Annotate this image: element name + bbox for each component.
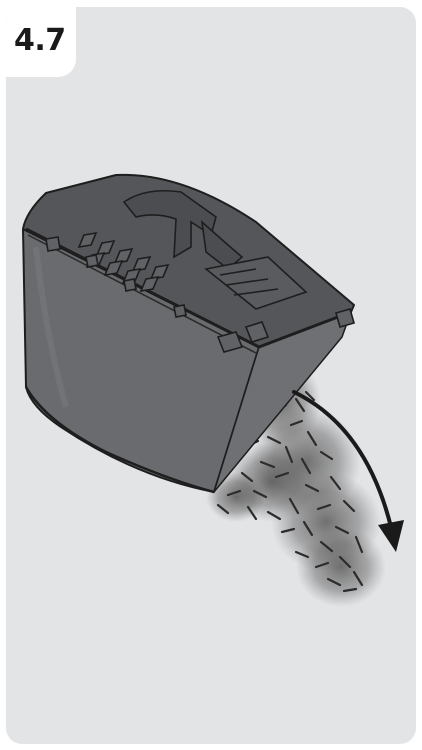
grass-collector-illustration (6, 7, 416, 744)
instruction-panel: 4.7 (6, 7, 416, 744)
arrow-head (378, 520, 404, 552)
